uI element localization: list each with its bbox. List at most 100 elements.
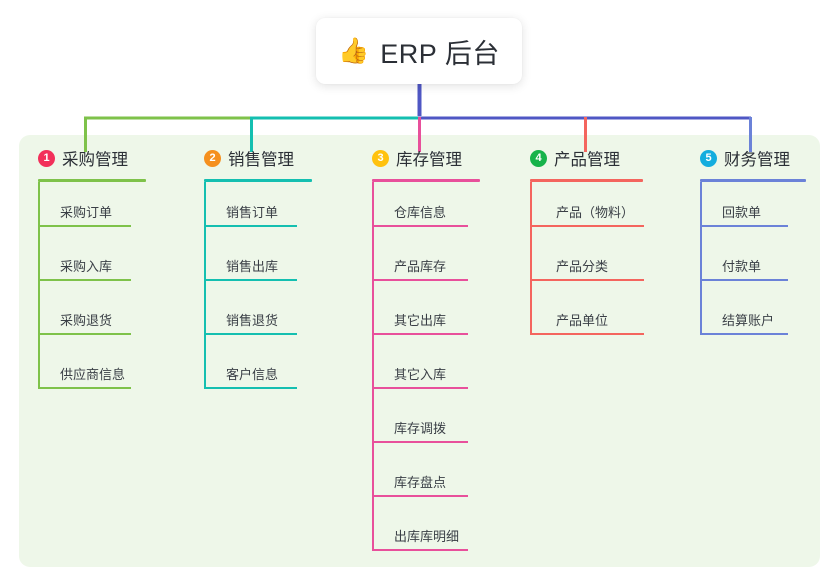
branch-column-2: 2 销售管理销售订单销售出库销售退货客户信息 — [204, 146, 312, 398]
branch-item[interactable]: 其它入库 — [372, 344, 480, 398]
branch-item[interactable]: 销售出库 — [204, 236, 312, 290]
branch-item-list-1: 采购订单采购入库采购退货供应商信息 — [38, 182, 146, 398]
branch-item-label: 采购入库 — [60, 259, 113, 274]
branch-header-3[interactable]: 3 库存管理 — [372, 146, 480, 170]
branch-badge-4: 4 — [530, 149, 547, 167]
branch-badge-5: 5 — [700, 149, 717, 167]
branch-item-label: 产品库存 — [394, 259, 447, 274]
branch-rail-1 — [38, 182, 40, 389]
branch-column-1: 1 采购管理采购订单采购入库采购退货供应商信息 — [38, 146, 146, 398]
branch-item[interactable]: 付款单 — [700, 236, 806, 290]
branch-item[interactable]: 客户信息 — [204, 344, 312, 398]
branch-item-rule — [372, 279, 468, 281]
branch-item[interactable]: 其它出库 — [372, 290, 480, 344]
branch-item[interactable]: 销售订单 — [204, 182, 312, 236]
root-node-card[interactable]: 👍 ERP 后台 — [316, 18, 522, 84]
branch-item-rule — [372, 387, 468, 389]
branch-title-2: 销售管理 — [228, 151, 294, 169]
branch-item-label: 其它入库 — [394, 367, 447, 382]
branch-header-rule-1 — [38, 179, 146, 182]
branch-item[interactable]: 回款单 — [700, 182, 806, 236]
branch-header-rule-3 — [372, 179, 480, 182]
branch-item-rule — [38, 333, 131, 335]
branch-rail-5 — [700, 182, 702, 335]
branch-item-label: 回款单 — [722, 205, 762, 220]
branch-item-label: 结算账户 — [722, 313, 775, 328]
branch-item[interactable]: 销售退货 — [204, 290, 312, 344]
branch-item-rule — [530, 225, 644, 227]
branch-item-label: 销售出库 — [226, 259, 279, 274]
branch-item-list-2: 销售订单销售出库销售退货客户信息 — [204, 182, 312, 398]
branch-item-rule — [700, 333, 788, 335]
branch-item-label: 其它出库 — [394, 313, 447, 328]
thumbs-up-icon: 👍 — [338, 36, 370, 65]
branch-item-rule — [372, 441, 468, 443]
branch-item-label: 产品单位 — [556, 313, 609, 328]
branch-header-rule-4 — [530, 179, 643, 182]
branch-item-label: 销售订单 — [226, 205, 279, 220]
branch-item-rule — [204, 279, 297, 281]
branch-item-rule — [204, 387, 297, 389]
branch-item-label: 仓库信息 — [394, 205, 447, 220]
branch-column-4: 4 产品管理产品（物料） 产品分类产品单位 — [530, 146, 644, 344]
branch-item-rule — [38, 387, 131, 389]
branch-item[interactable]: 结算账户 — [700, 290, 806, 344]
branch-title-4: 产品管理 — [554, 151, 620, 169]
root-node-content: 👍 ERP 后台 — [338, 32, 500, 71]
branch-header-2[interactable]: 2 销售管理 — [204, 146, 312, 170]
branch-column-3: 3 库存管理仓库信息产品库存其它出库其它入库库存调拨库存盘点出库库明细 — [372, 146, 480, 560]
branch-rail-2 — [204, 182, 206, 389]
branch-item[interactable]: 产品分类 — [530, 236, 644, 290]
branch-item-rule — [700, 225, 788, 227]
branch-item-label: 采购退货 — [60, 313, 113, 328]
branch-item-label: 采购订单 — [60, 205, 113, 220]
branch-item[interactable]: 供应商信息 — [38, 344, 146, 398]
branch-item-label: 付款单 — [722, 259, 762, 274]
branch-header-1[interactable]: 1 采购管理 — [38, 146, 146, 170]
branch-title-1: 采购管理 — [62, 151, 128, 169]
branch-title-5: 财务管理 — [724, 151, 790, 169]
branch-item[interactable]: 采购退货 — [38, 290, 146, 344]
branch-header-5[interactable]: 5 财务管理 — [700, 146, 806, 170]
branch-item-rule — [204, 225, 297, 227]
branch-item-rule — [700, 279, 788, 281]
branch-item-label: 库存调拨 — [394, 421, 447, 436]
branch-item[interactable]: 产品单位 — [530, 290, 644, 344]
branch-item[interactable]: 库存盘点 — [372, 452, 480, 506]
branch-item-rule — [372, 549, 468, 551]
branch-item-rule — [372, 495, 468, 497]
branch-badge-3: 3 — [372, 149, 389, 167]
branch-badge-1: 1 — [38, 149, 55, 167]
branch-item[interactable]: 库存调拨 — [372, 398, 480, 452]
branch-item[interactable]: 产品库存 — [372, 236, 480, 290]
branch-title-3: 库存管理 — [396, 151, 462, 169]
branch-rail-3 — [372, 182, 374, 551]
branch-item[interactable]: 仓库信息 — [372, 182, 480, 236]
branch-item[interactable]: 采购入库 — [38, 236, 146, 290]
branch-item[interactable]: 出库库明细 — [372, 506, 480, 560]
branch-header-rule-2 — [204, 179, 312, 182]
branch-item-label: 产品（物料） — [556, 205, 635, 220]
branch-item-rule — [530, 333, 644, 335]
branch-item-list-3: 仓库信息产品库存其它出库其它入库库存调拨库存盘点出库库明细 — [372, 182, 480, 560]
branch-item-label: 出库库明细 — [394, 529, 460, 544]
branch-rail-4 — [530, 182, 532, 335]
branch-badge-2: 2 — [204, 149, 221, 167]
branch-item-rule — [372, 225, 468, 227]
branch-column-5: 5 财务管理回款单付款单结算账户 — [700, 146, 806, 344]
branch-item-label: 库存盘点 — [394, 475, 447, 490]
branch-header-4[interactable]: 4 产品管理 — [530, 146, 643, 170]
branch-item-list-5: 回款单付款单结算账户 — [700, 182, 806, 344]
branch-item-rule — [372, 333, 468, 335]
branch-item-rule — [204, 333, 297, 335]
branch-item-rule — [530, 279, 644, 281]
root-node-title: ERP 后台 — [380, 38, 500, 69]
branch-item-label: 供应商信息 — [60, 367, 126, 382]
branch-header-rule-5 — [700, 179, 806, 182]
branch-item[interactable]: 采购订单 — [38, 182, 146, 236]
branch-item-list-4: 产品（物料） 产品分类产品单位 — [530, 182, 644, 344]
branch-item-label: 销售退货 — [226, 313, 279, 328]
branch-item[interactable]: 产品（物料） — [530, 182, 644, 236]
branch-item-rule — [38, 279, 131, 281]
